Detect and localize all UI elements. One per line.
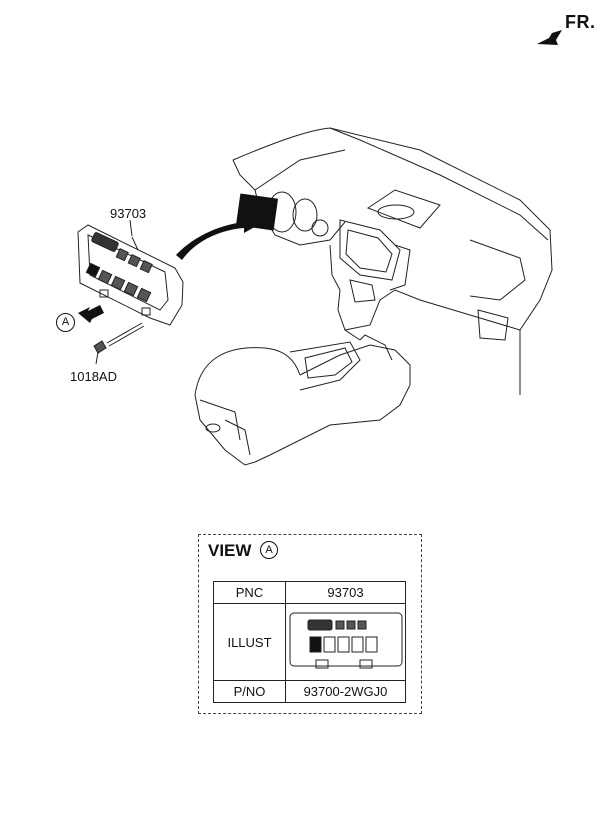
table-header-pnc: PNC <box>213 581 286 604</box>
view-a-arrow-icon <box>78 305 104 323</box>
table-row: P/NO 93700-2WGJ0 <box>213 680 406 703</box>
view-title: VIEW <box>208 541 252 560</box>
part-info-table: PNC 93703 ILLUST P/NO 93700-2WGJ0 <box>213 581 406 703</box>
table-value-pnc: 93703 <box>285 581 406 604</box>
leader-lines <box>129 219 133 237</box>
view-marker-label: A <box>56 313 75 332</box>
switch-panel-illustration <box>77 224 184 326</box>
installation-arrow-icon <box>176 217 258 260</box>
screw-illustration <box>93 322 145 365</box>
dashboard-console-illustration <box>194 127 553 466</box>
front-direction-arrow-icon <box>537 30 562 45</box>
part-number-switch-panel: 93703 <box>110 206 147 221</box>
table-header-illust: ILLUST <box>213 603 286 681</box>
table-header-pno: P/NO <box>213 680 286 703</box>
view-marker: A <box>260 541 278 559</box>
view-a-box: VIEW A PNC 93703 ILLUST P/NO 93700-2WGJ0 <box>198 534 422 714</box>
table-value-illust <box>285 603 406 681</box>
table-row: ILLUST <box>213 603 406 681</box>
table-row: PNC 93703 <box>213 581 406 604</box>
front-direction-label: FR. <box>565 12 596 32</box>
part-number-screw: 1018AD <box>70 369 117 384</box>
table-value-pno: 93700-2WGJ0 <box>285 680 406 703</box>
